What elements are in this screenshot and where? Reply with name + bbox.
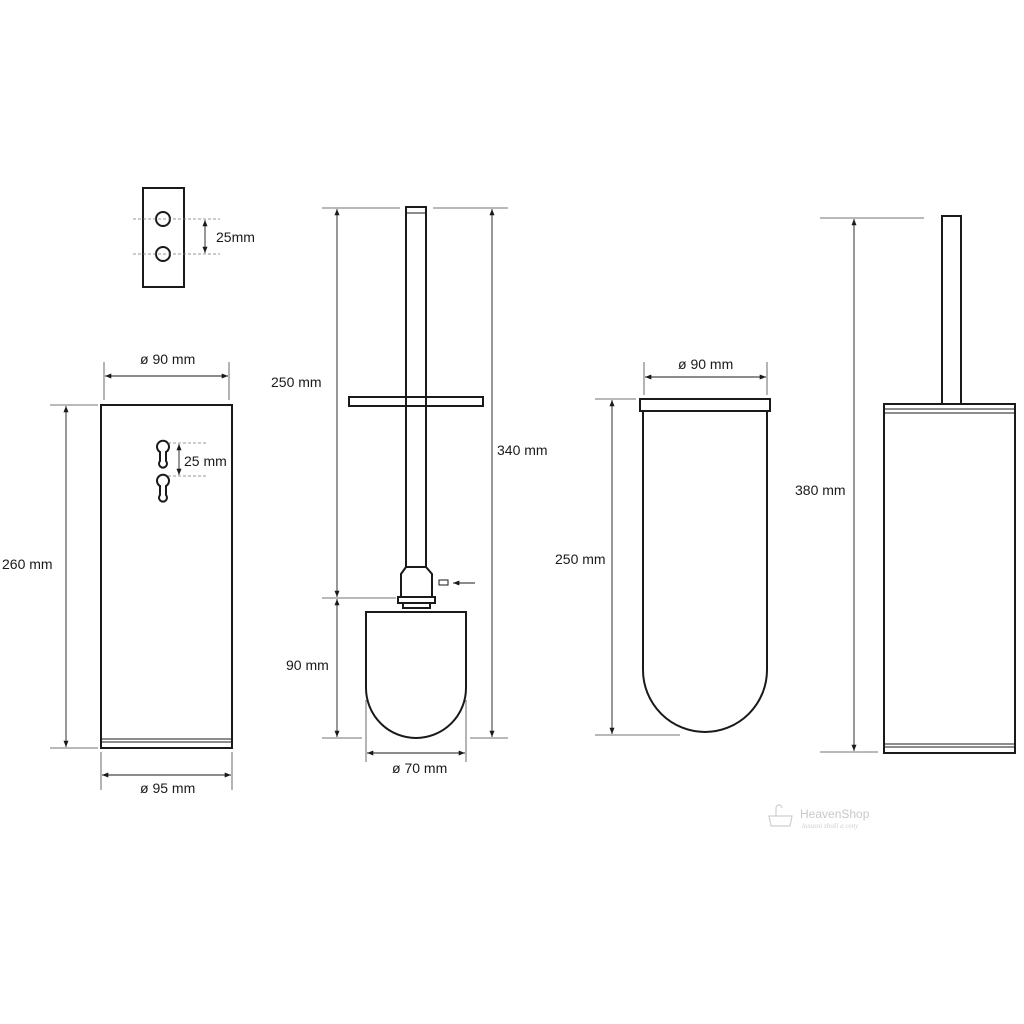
keyhole-spacing-label: 25 mm (184, 453, 227, 469)
brush-handle-length-label: 250 mm (271, 374, 322, 390)
brush-head-height-label: 90 mm (286, 657, 329, 673)
insert-rim (639, 398, 771, 412)
holder-body (100, 404, 233, 749)
assembly-height-label: 380 mm (795, 482, 846, 498)
brush-total-length-label: 340 mm (497, 442, 548, 458)
keyhole-top (156, 439, 170, 469)
brush-lid-disc (348, 396, 484, 407)
brush-connector (400, 566, 433, 598)
assembly-view: 380 mm (795, 215, 1016, 754)
insert-cup (642, 411, 768, 733)
keyhole-bottom (156, 473, 170, 503)
insert-diameter-label: ø 90 mm (678, 356, 733, 372)
holder-top-diameter-label: ø 90 mm (140, 351, 195, 367)
wall-plate-view: 25mm (133, 187, 255, 288)
plate-spacing-label: 25mm (216, 229, 255, 245)
brush-head (365, 611, 467, 739)
bathtub-icon (768, 804, 793, 827)
brush-head-diameter-label: ø 70 mm (392, 760, 447, 776)
set-screw-icon (438, 579, 449, 586)
holder-height-label: 260 mm (2, 556, 53, 572)
brush-handle (405, 206, 427, 568)
assembly-handle (941, 215, 962, 405)
watermark-brand: HeavenShop (800, 807, 870, 821)
holder-base-diameter-label: ø 95 mm (140, 780, 195, 796)
brush-view: 250 mm 340 mm 90 mm ø 70 mm (271, 206, 548, 776)
watermark-tagline: luxusni zboží a ceny (802, 822, 859, 830)
insert-view: ø 90 mm 250 mm (555, 356, 771, 736)
watermark: HeavenShop luxusni zboží a ceny (768, 804, 870, 830)
assembly-body (883, 403, 1016, 754)
wall-plate (142, 187, 185, 288)
holder-body-view: 25 mm ø 90 mm 260 mm ø 95 mm (2, 351, 233, 796)
insert-height-label: 250 mm (555, 551, 606, 567)
